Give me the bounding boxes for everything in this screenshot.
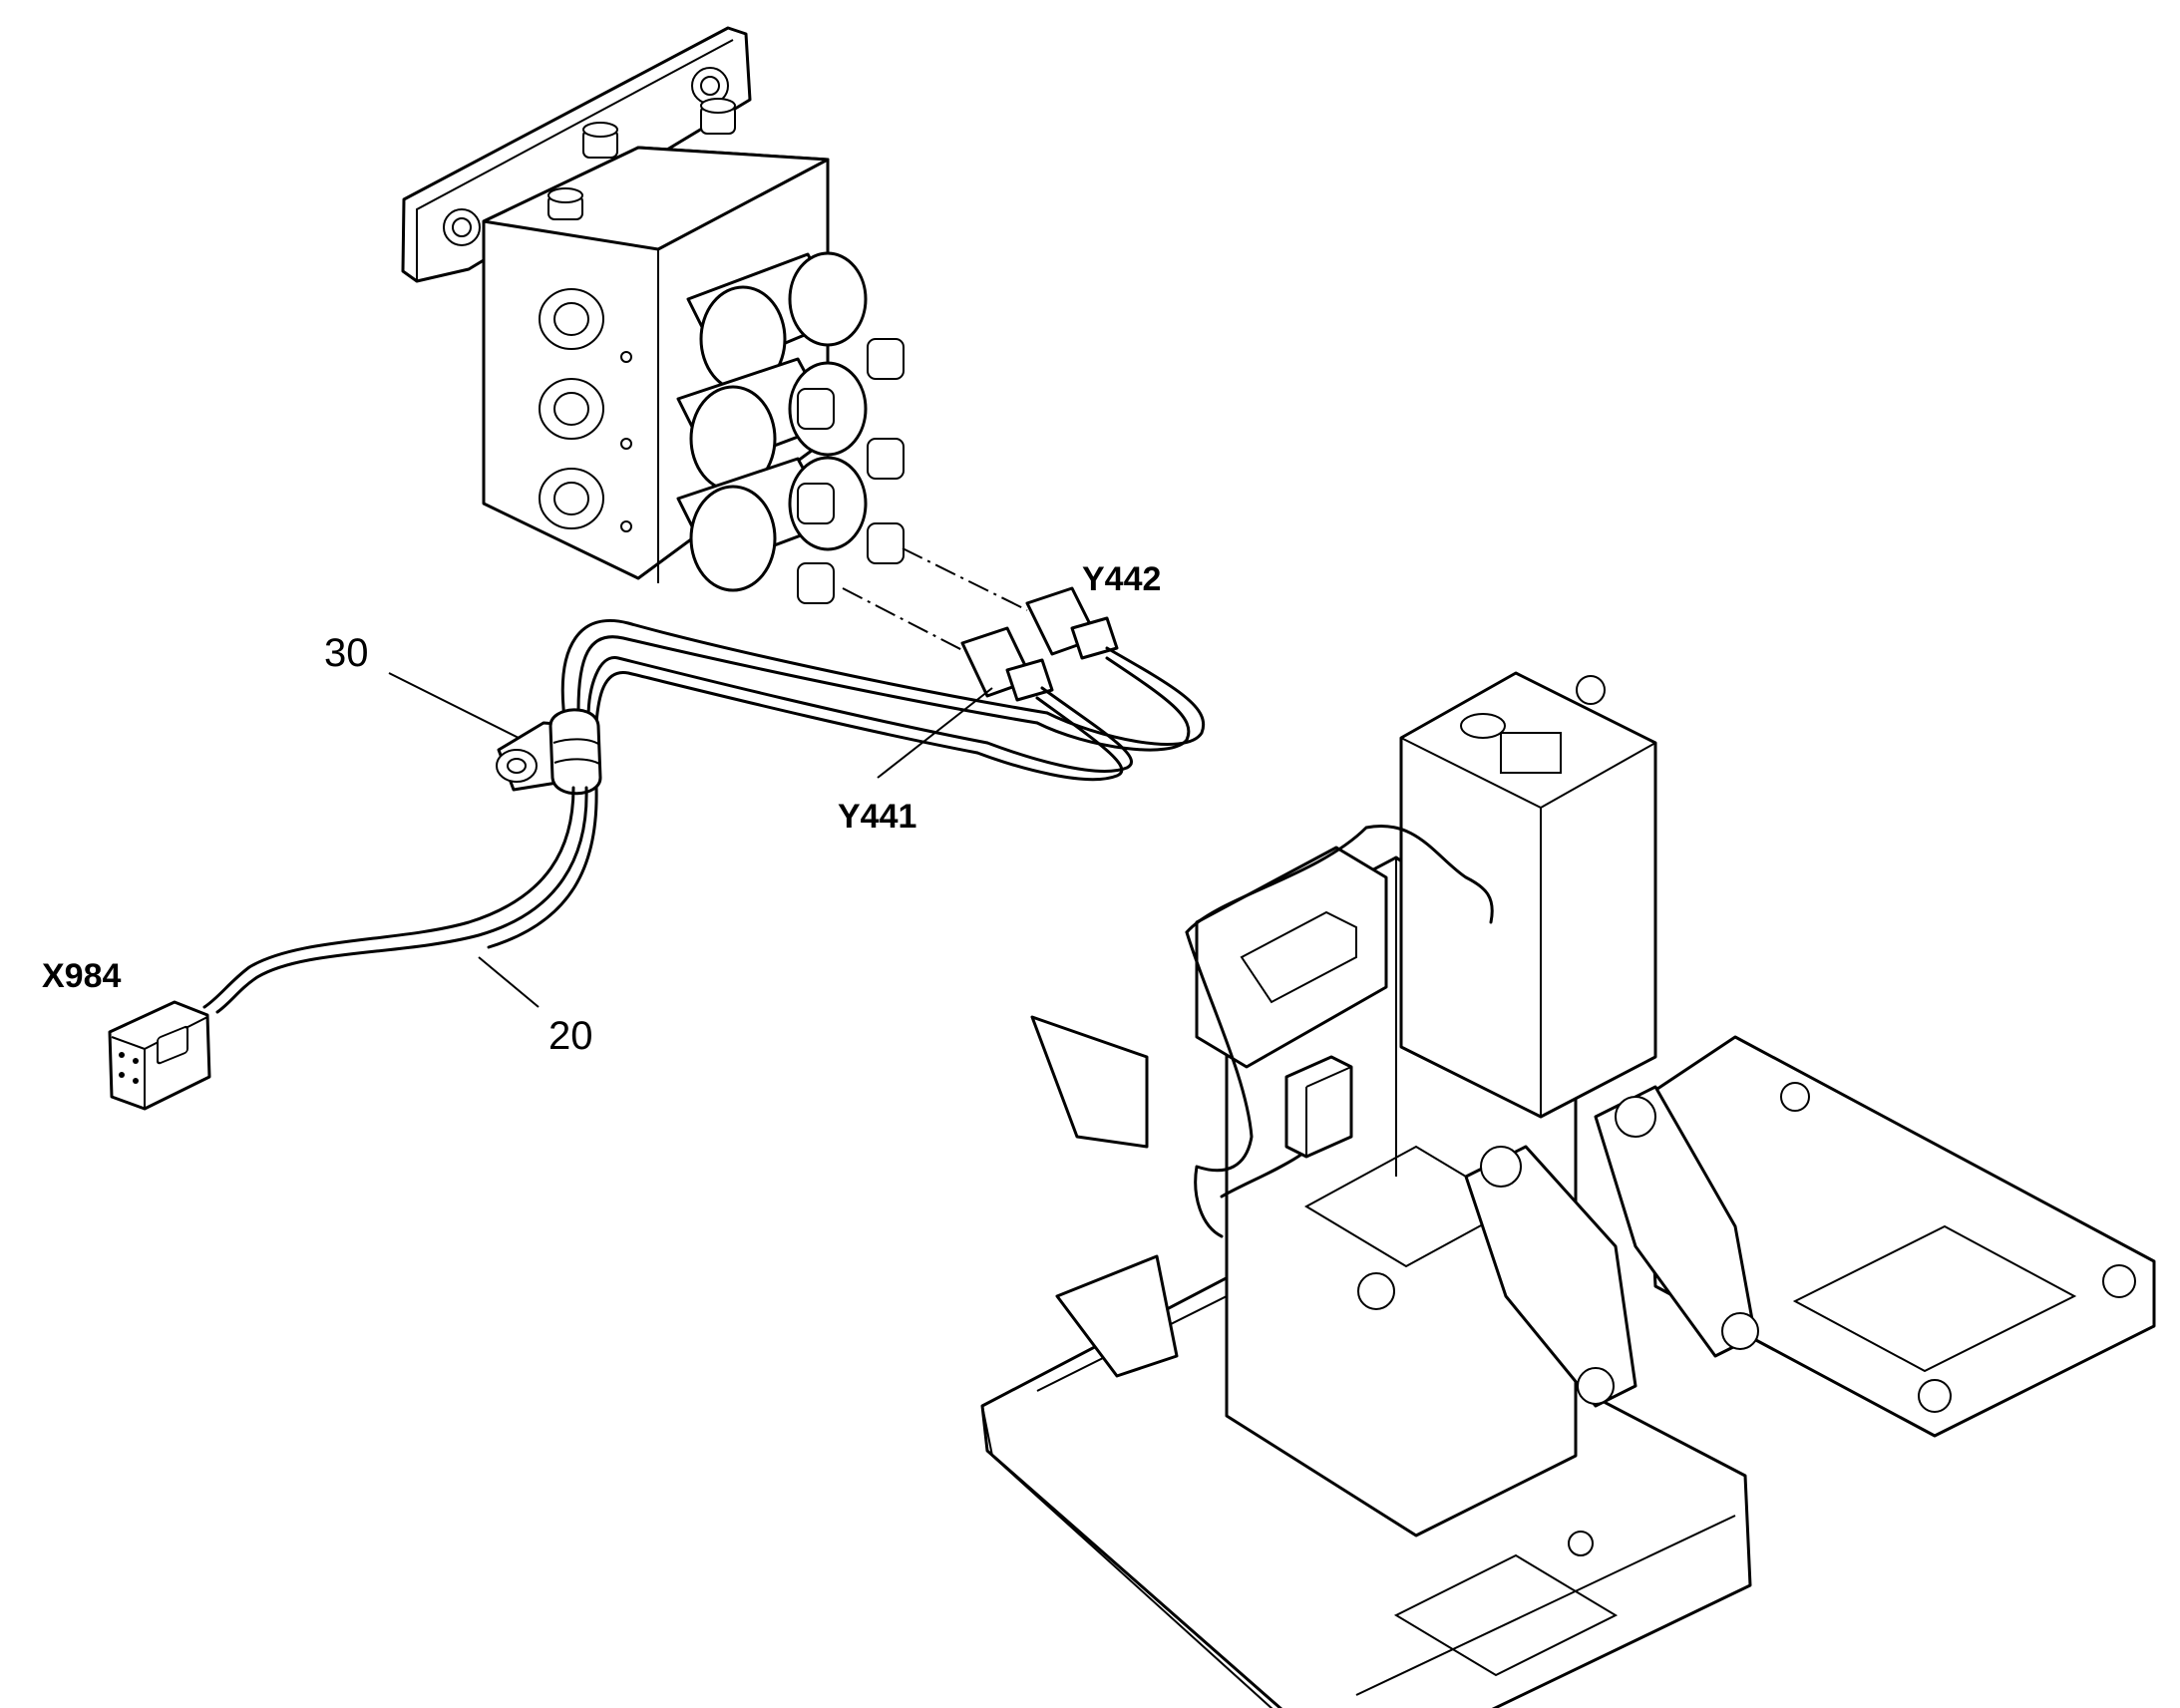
label-item-30: 30 xyxy=(324,631,369,675)
side-ports xyxy=(539,288,632,532)
alignment-line-y442 xyxy=(902,547,1028,611)
label-item-20: 20 xyxy=(548,1014,593,1058)
label-x984: X984 xyxy=(42,957,121,995)
label-y442: Y442 xyxy=(1082,560,1161,598)
machine-frame xyxy=(980,671,2156,1708)
leader-30 xyxy=(388,672,520,739)
connector-x984 xyxy=(108,1000,211,1111)
alignment-line-y441 xyxy=(842,587,963,651)
clamp-30 xyxy=(496,708,602,796)
label-y441: Y441 xyxy=(838,798,916,836)
wire-harness xyxy=(108,586,1206,1111)
mini-valve-block xyxy=(1284,1055,1353,1159)
leader-y441 xyxy=(877,687,993,779)
solenoid-coils xyxy=(676,251,905,604)
top-bolts xyxy=(547,98,736,220)
connector-y441 xyxy=(960,626,1054,702)
solenoid-valve-block xyxy=(401,26,1028,651)
leader-20 xyxy=(478,956,540,1008)
connector-y442 xyxy=(1025,586,1119,660)
